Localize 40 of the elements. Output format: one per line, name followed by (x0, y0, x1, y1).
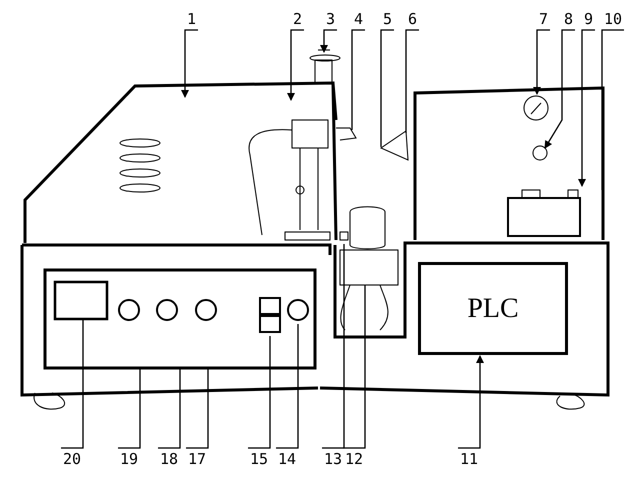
leader-line (405, 29, 419, 133)
leader-line (351, 29, 365, 130)
leader-line (158, 368, 181, 449)
leader-line (578, 29, 595, 187)
callout-number: 7 (539, 12, 548, 27)
leader-line (533, 29, 550, 95)
leader-line (276, 324, 299, 449)
leader-line (118, 368, 141, 449)
callout-number: 4 (354, 12, 364, 27)
callout-number: 10 (604, 12, 622, 27)
leader-line (181, 29, 198, 98)
callout-number: 5 (383, 12, 392, 27)
leader-line (458, 355, 484, 449)
callout-number: 13 (324, 452, 342, 467)
callout-number: 14 (278, 452, 296, 467)
leader-line (544, 29, 575, 149)
callout-number: 1 (187, 12, 196, 27)
callout-number: 20 (63, 452, 82, 467)
leader-line (186, 368, 209, 449)
leader-line (380, 29, 394, 147)
leader-line (61, 320, 84, 449)
callout-number: 19 (120, 452, 138, 467)
callout-number: 6 (408, 12, 418, 27)
callout-number: 12 (345, 452, 364, 467)
callout-number: 15 (250, 452, 268, 467)
callout-number: 9 (584, 12, 594, 27)
callout-number: 11 (460, 452, 478, 467)
callout-number: 18 (160, 452, 178, 467)
leader-line (248, 336, 271, 449)
leader-line (287, 29, 304, 101)
controller-label: PLC (467, 292, 519, 324)
callout-number: 17 (188, 452, 206, 467)
controller-box (418, 262, 568, 355)
leader-line (601, 29, 624, 190)
callout-number: 8 (564, 12, 574, 27)
leader-line (320, 29, 337, 53)
leader-line (322, 244, 345, 449)
leader-line (343, 285, 366, 449)
callout-number: 3 (326, 12, 336, 27)
callout-number: 2 (293, 12, 302, 27)
